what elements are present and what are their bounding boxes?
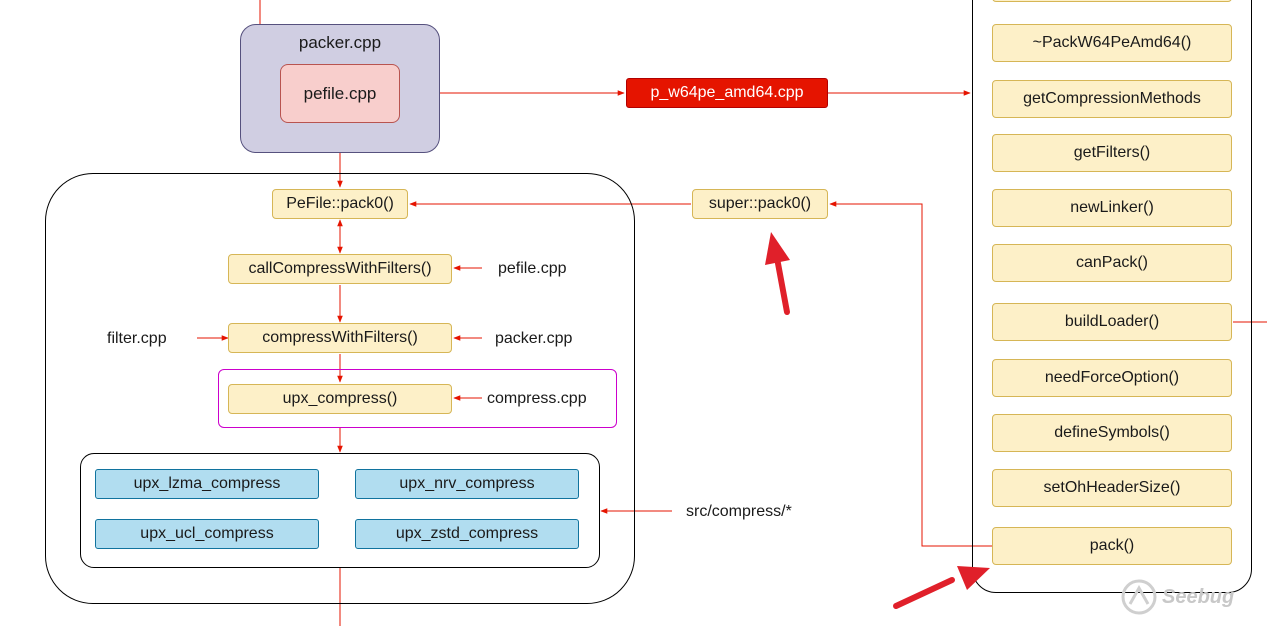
method-set-oh-header-size[interactable]: setOhHeaderSize(): [992, 469, 1232, 507]
seebug-watermark-text: Seebug: [1162, 586, 1235, 608]
upx-zstd-compress-node[interactable]: upx_zstd_compress: [355, 519, 579, 549]
class-methods-container: [972, 0, 1252, 593]
upx-lzma-compress-node[interactable]: upx_lzma_compress: [95, 469, 319, 499]
method-get-filters[interactable]: getFilters(): [992, 134, 1232, 172]
method-destructor[interactable]: ~PackW64PeAmd64(): [992, 24, 1232, 62]
p-w64pe-amd64-node[interactable]: p_w64pe_amd64.cpp: [626, 78, 828, 108]
edge-pack-to-super: [829, 201, 992, 547]
compress-impls-container: [80, 453, 600, 568]
compress-source-label: compress.cpp: [487, 390, 587, 407]
pefile-node[interactable]: pefile.cpp: [280, 64, 400, 123]
method-build-loader[interactable]: buildLoader(): [992, 303, 1232, 341]
filter-source-label: filter.cpp: [107, 330, 167, 347]
highlight-arrow-super-pack0: [765, 232, 790, 315]
compress-highlight-container: [218, 369, 617, 428]
upx-compress-node[interactable]: upx_compress(): [228, 384, 452, 414]
upx-nrv-compress-node[interactable]: upx_nrv_compress: [355, 469, 579, 499]
packer-source-label: packer.cpp: [495, 330, 573, 347]
compress-with-filters-node[interactable]: compressWithFilters(): [228, 323, 452, 353]
seebug-logo-icon: [1121, 579, 1157, 615]
method-new-linker[interactable]: newLinker(): [992, 189, 1232, 227]
pack-flow-container: [45, 173, 635, 604]
pefile-source-label: pefile.cpp: [498, 260, 567, 277]
pefile-pack0-node[interactable]: PeFile::pack0(): [272, 189, 408, 219]
seebug-watermark: Seebug: [1120, 578, 1250, 618]
method-define-symbols[interactable]: defineSymbols(): [992, 414, 1232, 452]
method-need-force-option[interactable]: needForceOption(): [992, 359, 1232, 397]
highlight-arrow-pack: [893, 566, 990, 609]
src-compress-label: src/compress/*: [686, 503, 792, 520]
packer-group: packer.cpp: [240, 24, 440, 153]
super-pack0-node[interactable]: super::pack0(): [692, 189, 828, 219]
method-can-pack[interactable]: canPack(): [992, 244, 1232, 282]
method-get-compression-methods[interactable]: getCompressionMethods: [992, 80, 1232, 118]
call-compress-with-filters-node[interactable]: callCompressWithFilters(): [228, 254, 452, 284]
upx-ucl-compress-node[interactable]: upx_ucl_compress: [95, 519, 319, 549]
method-pack[interactable]: pack(): [992, 527, 1232, 565]
packer-group-title: packer.cpp: [298, 33, 382, 52]
